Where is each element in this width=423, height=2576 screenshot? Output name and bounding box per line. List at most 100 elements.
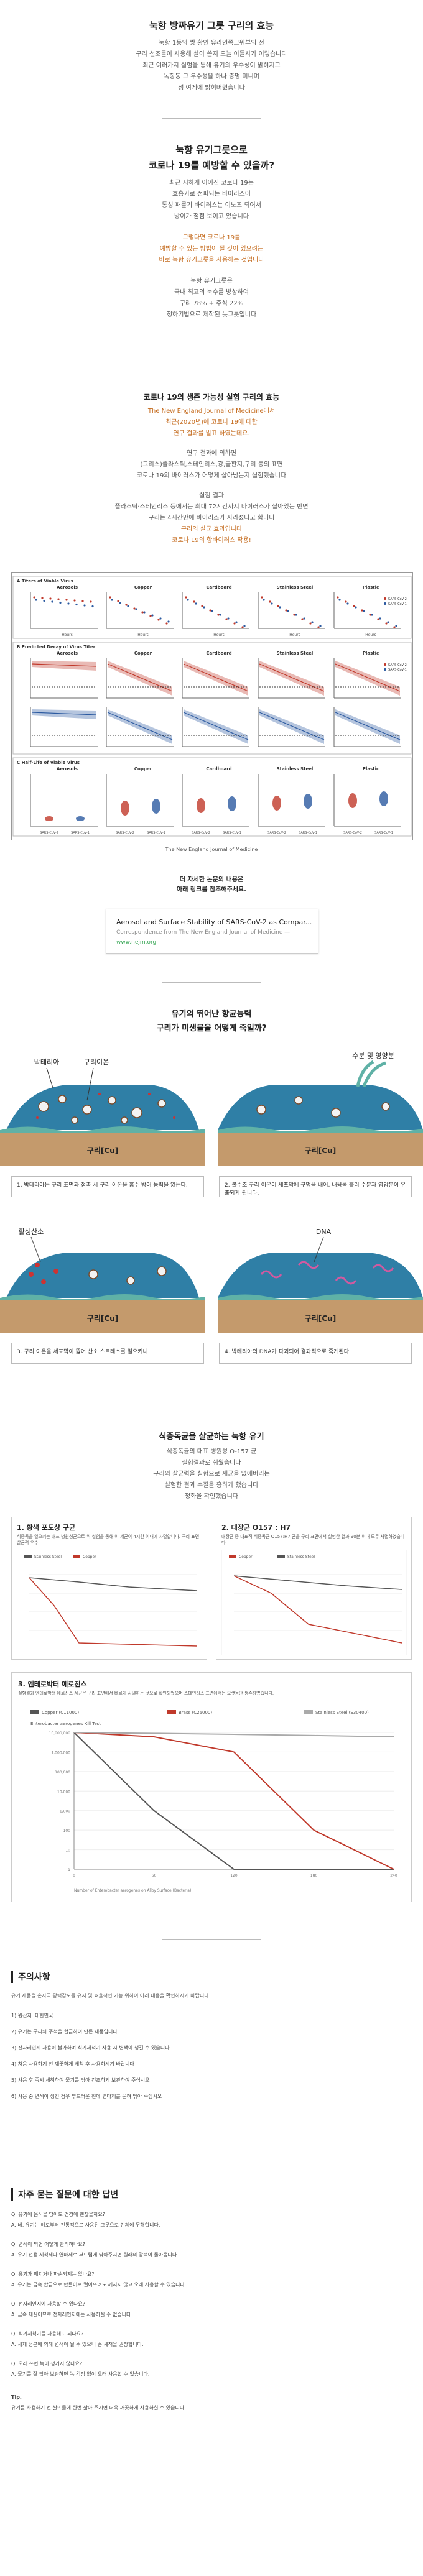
membrane [0,1294,205,1300]
data-point [219,614,221,616]
legend-swatch [277,1555,285,1558]
data-point [75,603,78,606]
study-source-line: 최근(2020년)에 코로나 19에 대한 [165,419,258,426]
half-life-violin [152,799,160,814]
ros-dots [29,1263,58,1284]
data-point [387,621,389,623]
decay-line [259,712,325,740]
data-point [369,614,371,616]
link-card-subtitle: Correspondence from The New England Jour… [116,929,291,936]
data-point [337,596,339,599]
data-point [151,614,154,617]
series-line-1 [73,1732,394,1870]
kill-test-chart: Copper (C11000)Brass (C26000)Stainless S… [18,1708,406,1898]
membrane [218,1294,423,1300]
study-title: 코로나 19의 생존 가능성 실험 구리의 효능 [143,393,280,402]
pathogens-title: 식중독균을 살균하는 눅항 유기 [159,1432,264,1442]
faq-tip-text: 유기를 사용하기 전 쌀뜨물에 한번 삶아 주시면 더욱 깨끗하게 사용하실 수… [11,2405,186,2411]
data-point [141,611,144,614]
data-point [243,625,246,627]
caution-section: 주의사항 유기 제품을 손자국 광택감도를 유지 및 효율적인 기능 위하여 아… [11,1971,412,2151]
bacteria-section: 유기의 뛰어난 항균능력 구리가 미생물을 어떻게 죽일까? [0,1007,423,1033]
data-point [346,602,349,605]
card-title: 2. 대장균 O157 : H7 [221,1524,291,1532]
x-axis-label: Number of Enterobacter aerogenes on Allo… [74,1888,191,1893]
study-line: 연구 결과에 의하면 [187,450,236,457]
corona-highlight-line: 예방할 수 있는 방법이 될 것이 있으려는 [159,246,264,252]
dna-fragments [260,1261,394,1285]
panel-title: Copper [134,585,152,590]
copper-ions [88,1266,167,1285]
series-line-0 [73,1732,394,1737]
data-point [49,597,52,600]
x-tick-label: 180 [310,1874,318,1878]
data-point [127,605,129,607]
violin-label: SARS-CoV-2 [116,831,134,835]
data-point [91,605,94,608]
data-point [338,599,341,601]
intro-title: 눅항 방짜유기 그릇 구리의 효능 [149,20,274,31]
card-text: 식중독을 일으키는 대표 병원성균으로 위 실험을 통해 이 세균이 4시간 이… [17,1534,200,1545]
panel-title: Stainless Steel [277,651,314,656]
panel-title: Aerosols [57,766,78,771]
panel-title: Cardboard [206,585,231,590]
data-point [65,599,68,601]
decay-line [107,712,173,740]
intro-line: 최근 여러가지 실험을 통해 유기의 우수성이 밝혀지고 [142,62,281,69]
nejm-link-card[interactable]: Aerosol and Surface Stability of SARS-Co… [106,909,318,954]
data-point [353,605,355,607]
panel-title: Cardboard [206,651,231,656]
half-life-violin [304,794,312,809]
data-point [35,599,37,601]
data-point [157,619,160,621]
corona-line: 호흡기로 전파되는 바이러스이 [172,191,251,198]
data-point [311,621,314,623]
label-water: 수분 및 영양분 [352,1052,394,1060]
panel-title: Plastic [363,651,379,656]
mechanism-note-2: 2. 불수조 구리 이온이 세포막에 구멍을 내어, 내용물 흘러 수분과 영양… [219,1176,412,1197]
data-point [301,618,304,620]
half-life-violin [197,798,205,813]
data-point [195,602,197,605]
data-point [57,598,60,600]
legend-label: Brass (C26000) [179,1710,212,1715]
more-line: 아래 링크를 참조해주세요. [177,886,246,893]
data-point [83,604,86,607]
bacteria-cell [218,1253,423,1298]
figure-section-label: B Predicted Decay of Virus Titer [17,645,96,650]
legend-label: SARS-CoV-1 [388,602,407,606]
data-point [379,617,381,620]
data-point [317,626,320,628]
corona-line: 최근 시하게 이어진 코로나 19는 [169,180,254,186]
data-point [43,599,45,602]
pathogen-card-3: 3. 엔테로박터 에로진스 실험결과 엔테로박터 에로진스 세균은 구리 표면에… [11,1672,412,1902]
data-point [209,609,212,612]
intro-line: 녹항동 그 우수성을 하나 증명 미니며 [164,73,259,80]
data-point [133,607,136,610]
data-point [233,622,236,625]
data-point [377,618,379,620]
violin-label: SARS-CoV-2 [40,831,58,835]
study-highlight-line: 코로나 19의 항바이러스 작용! [172,537,251,544]
faq-section: 자주 묻는 질문에 대한 답변 Q. 유기에 음식을 담아도 건강에 괜찮을까요… [11,2188,412,2555]
data-point [41,597,44,599]
legend-marker [384,597,386,600]
data-point [355,606,357,609]
faq-question: Q. 유기에 음식을 담아도 건강에 괜찮을까요? [11,2212,105,2217]
study-method: 연구 결과에 의하면 (그리스)플라스틱,스테인리스,강,골판지,구리 등의 표… [0,448,423,482]
pathogens-section: 식중독균을 살균하는 눅항 유기 식중독균의 대표 병원성 O-157 균 실험… [0,1430,423,1502]
data-point [261,596,263,599]
caution-list: 1) 원산지: 대한민국 2) 유기는 구리와 주석을 합금하여 만든 제품입니… [11,2008,412,2105]
axis-x-label: Hours [289,633,300,637]
figure-section-frame [12,757,412,837]
data-point [73,599,76,602]
series-steel [29,1577,198,1591]
legend-label: Stainless Steel (S30400) [315,1710,369,1715]
copper-label: 구리[Cu] [87,1313,118,1323]
study-source: The New England Journal of Medicine에서 최근… [0,406,423,439]
faq-answer: A. 유기 전용 세척제나 연마제로 부드럽게 닦아주시면 원래의 광택이 돌아… [11,2252,179,2258]
y-tick-label: 1,000 [60,1810,70,1814]
chart-bg [17,1550,202,1655]
data-point [193,600,195,603]
copper-surface [218,1131,423,1166]
